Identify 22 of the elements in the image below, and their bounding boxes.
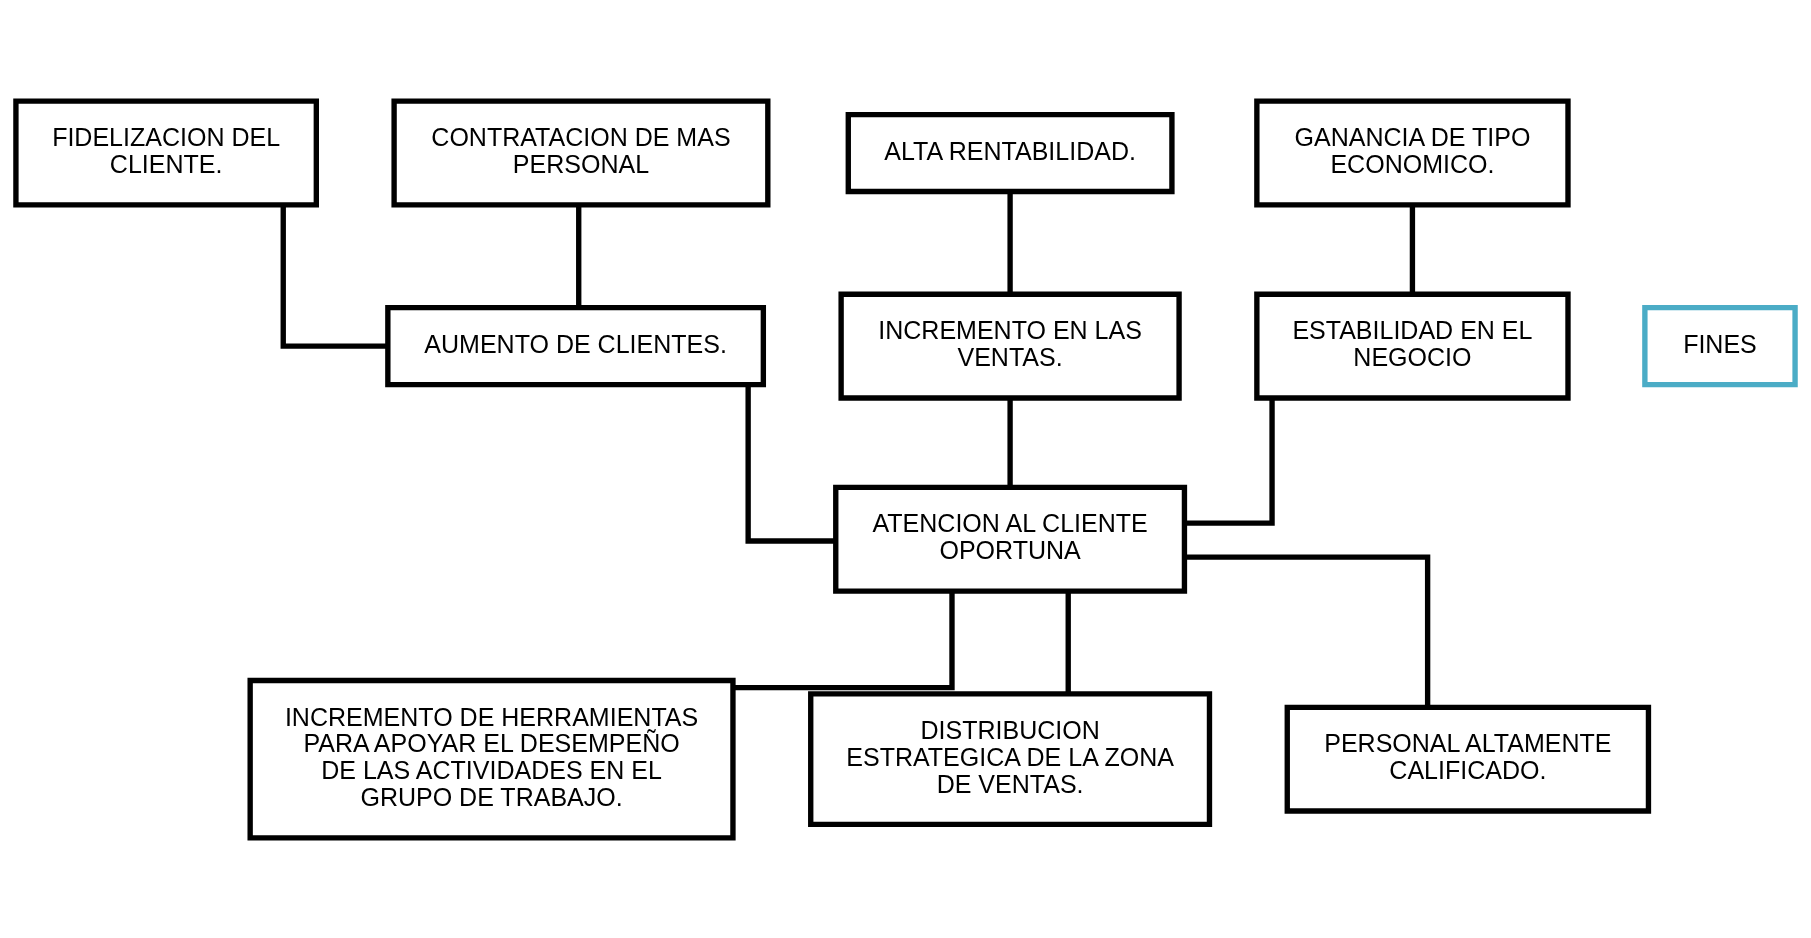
node-box: FINES bbox=[1642, 304, 1798, 387]
connector bbox=[1007, 397, 1013, 487]
connector bbox=[1007, 191, 1013, 294]
node-box: GANANCIA DE TIPO ECONOMICO. bbox=[1254, 97, 1571, 208]
connector bbox=[1409, 204, 1416, 294]
connector bbox=[1184, 553, 1431, 707]
node-box: ALTA RENTABILIDAD. bbox=[845, 111, 1175, 194]
node-box: AUMENTO DE CLIENTES. bbox=[385, 304, 767, 387]
node-box: FIDELIZACION DEL CLIENTE. bbox=[13, 97, 319, 208]
connector bbox=[1065, 590, 1071, 693]
node-box: INCREMENTO EN LAS VENTAS. bbox=[838, 291, 1182, 401]
connector bbox=[745, 384, 836, 544]
node-box: ATENCION AL CLIENTE OPORTUNA bbox=[833, 484, 1188, 594]
connector bbox=[280, 204, 388, 349]
node-box: PERSONAL ALTAMENTE CALIFICADO. bbox=[1284, 704, 1652, 814]
node-box: DISTRIBUCION ESTRATEGICA DE LA ZONA DE VENTAS. bbox=[808, 690, 1213, 827]
connector bbox=[733, 590, 955, 690]
node-box: ESTABILIDAD EN EL NEGOCIO bbox=[1254, 291, 1571, 401]
connector bbox=[576, 204, 582, 307]
node-box: INCREMENTO DE HERRAMIENTAS PARA APOYAR EL DESEMPEÑO DE LAS ACTIVIDADES EN EL GRUPO DE TRABAJO. bbox=[247, 677, 736, 841]
node-box: CONTRATACION DE MAS PERSONAL bbox=[391, 97, 771, 208]
connector bbox=[1184, 397, 1275, 526]
